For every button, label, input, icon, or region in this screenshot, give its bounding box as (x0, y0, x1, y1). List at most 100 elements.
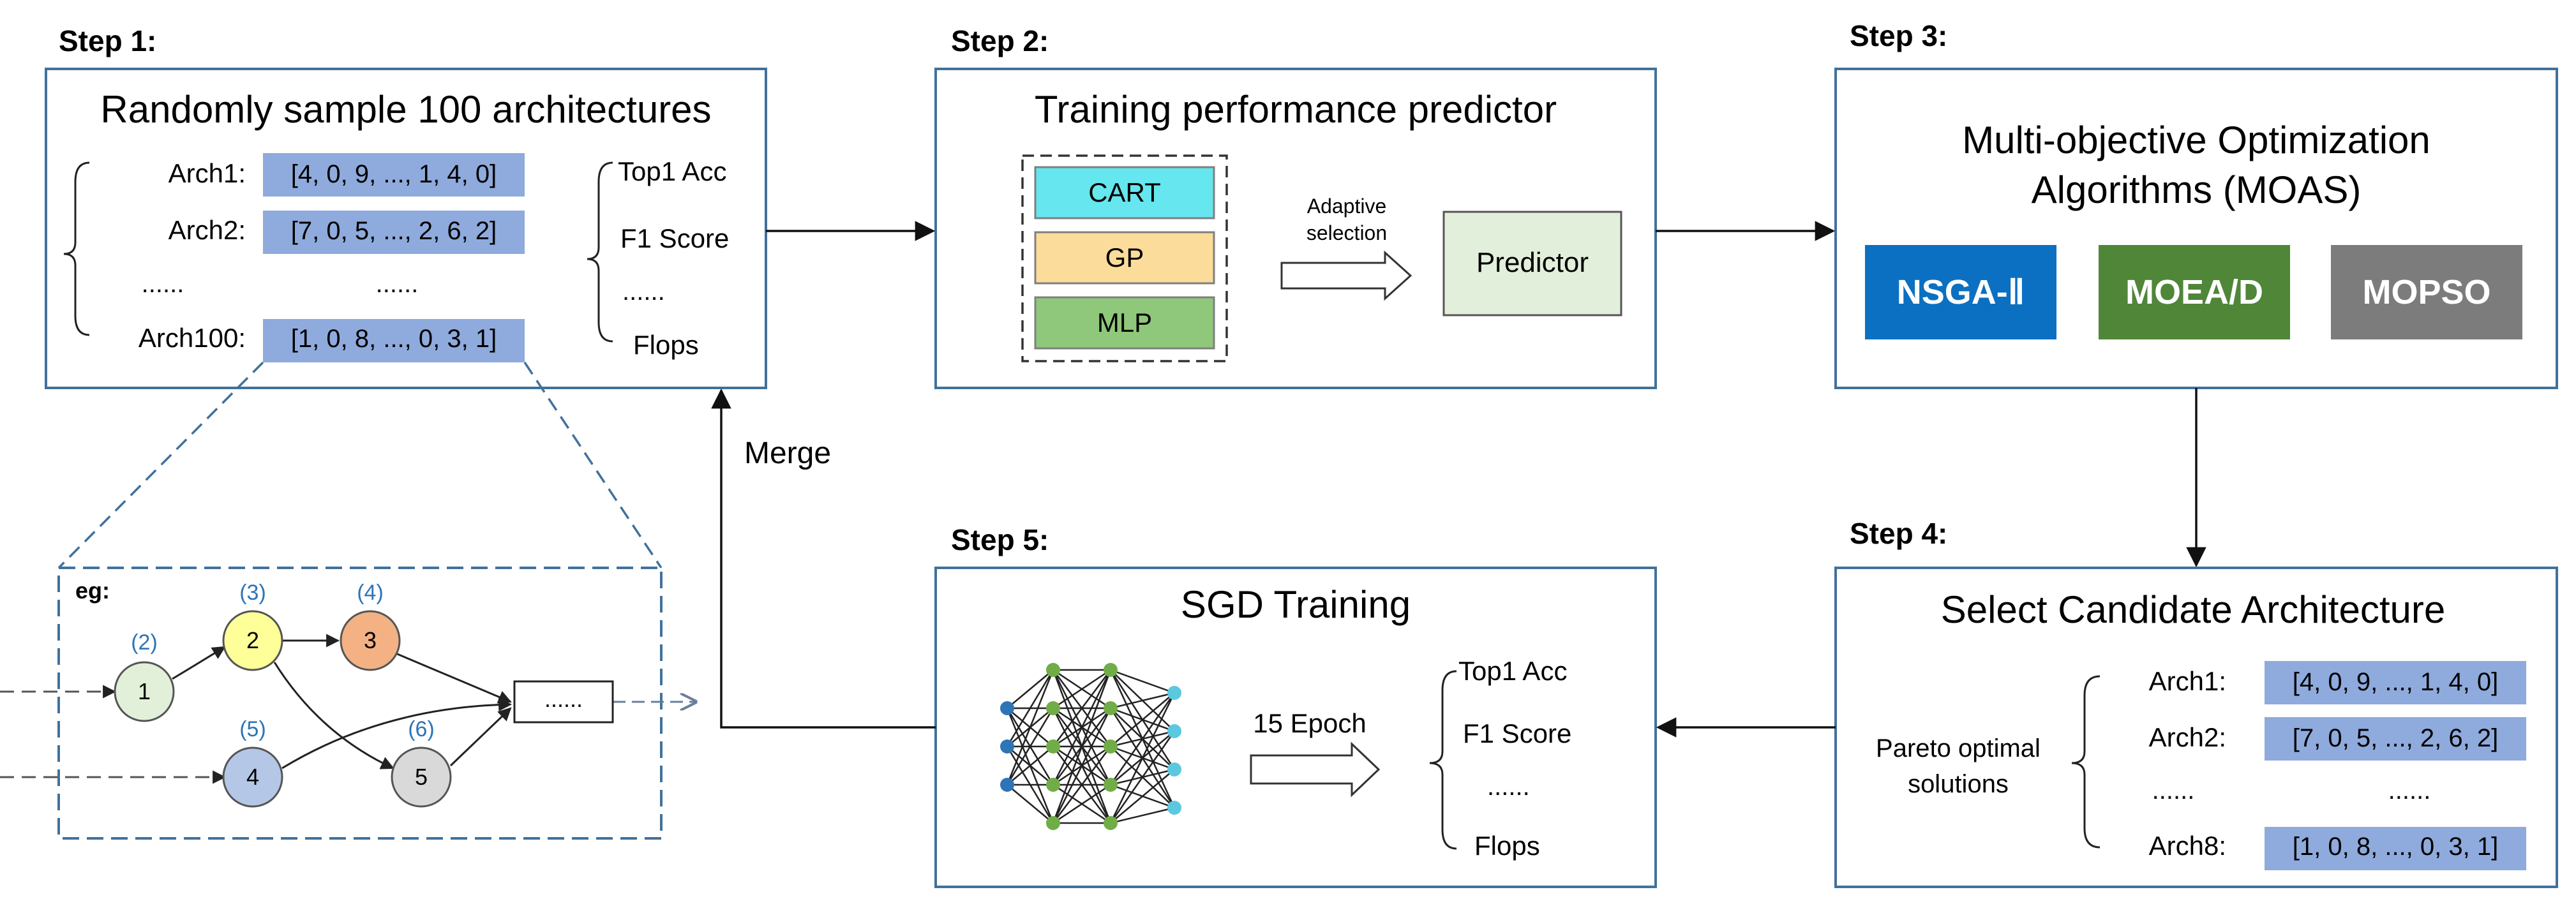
adaptive-label: Adaptive (1307, 195, 1387, 218)
nn-node (1167, 801, 1181, 815)
nn-connection (1052, 669, 1111, 747)
step1-metric: Top1 Acc (618, 156, 726, 186)
graph-node (222, 746, 283, 808)
nn-connection (1109, 692, 1176, 824)
model-gp-label: GP (1105, 242, 1144, 272)
graph-edge (449, 707, 512, 767)
step1-arch-name: Arch2: (168, 215, 246, 245)
nn-node (1046, 739, 1060, 754)
node-op-label: (6) (408, 717, 435, 741)
step4-arch-code: [7, 0, 5, ..., 2, 6, 2] (2293, 724, 2498, 752)
step1-right-brace (587, 161, 613, 343)
step4-box: Select Candidate Architecture Pareto opt… (1834, 567, 2558, 888)
graph-ellipsis: ...... (544, 686, 583, 712)
nn-connection (1110, 769, 1175, 824)
adaptive-arrow (1280, 250, 1412, 301)
step5-metric: Top1 Acc (1458, 656, 1567, 686)
epoch-label: 15 Epoch (1253, 708, 1366, 738)
node-op-label: (3) (239, 581, 266, 605)
step1-left-brace (63, 161, 90, 336)
arrow-step5-merge (711, 388, 936, 729)
step1-metric: ...... (622, 278, 665, 306)
graph-edge (395, 652, 512, 704)
model-mlp-label: MLP (1097, 308, 1152, 338)
nn-node (1167, 686, 1181, 700)
step2-label: Step 2: (951, 24, 1049, 57)
model-cart-box (1034, 166, 1215, 219)
node-op-label: (2) (131, 630, 158, 655)
nn-node (1000, 701, 1014, 715)
step1-arch-name: Arch1: (168, 158, 246, 188)
algo-mopso-box (2331, 245, 2522, 339)
step1-arch-code: [4, 0, 9, ..., 1, 4, 0] (291, 160, 497, 188)
graph-node (340, 610, 401, 671)
nn-node (1167, 724, 1181, 738)
model-gp-box (1034, 231, 1215, 285)
step4-label: Step 4: (1850, 517, 1947, 550)
step4-arch-code-box (2265, 661, 2526, 704)
nn-node (1046, 816, 1060, 830)
step4-brace (2071, 675, 2100, 849)
step4-arch-code: [4, 0, 9, ..., 1, 4, 0] (2293, 668, 2498, 696)
step1-metric: F1 Score (620, 223, 729, 253)
node-number: 4 (246, 764, 259, 790)
step5-label: Step 5: (951, 523, 1049, 556)
nn-connection (1052, 746, 1111, 824)
nn-node (1104, 739, 1118, 754)
nn-connection (1052, 669, 1111, 709)
predictor-box (1442, 211, 1622, 316)
algo-moead-box (2099, 245, 2290, 339)
step5-brace (1429, 670, 1457, 850)
step4-arch-code-box (2265, 717, 2526, 761)
nn-connection (1110, 669, 1175, 694)
graph-edge (273, 662, 394, 769)
nn-connection (1006, 669, 1054, 785)
graph-node (391, 746, 452, 808)
neural-network-icon (1000, 663, 1181, 830)
graph-edge (281, 697, 513, 769)
node-number: 5 (415, 764, 428, 790)
nn-connection (1052, 669, 1112, 785)
step1-ellipsis: ...... (142, 270, 184, 298)
predictor-label: Predictor (1476, 247, 1589, 278)
nn-node (1167, 762, 1181, 776)
node-number: 1 (138, 678, 151, 704)
node-number: 3 (364, 627, 377, 653)
algo-nsga2-box (1865, 245, 2056, 339)
nn-connection (1006, 669, 1054, 747)
node-number: 2 (246, 627, 259, 653)
step4-ellipsis: ...... (2388, 776, 2431, 805)
nn-connection (1110, 806, 1175, 824)
step1-arch-code: [7, 0, 5, ..., 2, 6, 2] (291, 217, 497, 245)
step1-label: Step 1: (59, 24, 156, 57)
nn-connection (1052, 708, 1112, 824)
step1-arch-code: [1, 0, 8, ..., 0, 3, 1] (291, 325, 497, 353)
step5-box: SGD Training 15 Epoch Top1 Acc F1 Score … (934, 567, 1657, 888)
step5-metric: ...... (1487, 773, 1530, 801)
step4-arch-name: Arch1: (2149, 666, 2226, 696)
step1-arch-code-box (263, 319, 525, 362)
step1-box: Randomly sample 100 architectures Arch1:… (45, 68, 767, 389)
nn-connection (1007, 784, 1054, 824)
step1-title: Randomly sample 100 architectures (100, 88, 711, 131)
step1-arch-code-box (263, 153, 525, 197)
model-cart-label: CART (1088, 177, 1161, 207)
epoch-arrow (1250, 741, 1381, 798)
step4-title: Select Candidate Architecture (1941, 588, 2445, 631)
nn-connection (1109, 692, 1176, 785)
nn-node (1104, 816, 1118, 830)
nn-node (1046, 778, 1060, 792)
nn-connection (1007, 669, 1054, 709)
zoom-line-right (523, 362, 663, 568)
nn-node (1046, 701, 1060, 715)
nn-connection (1007, 746, 1054, 785)
graph-node (114, 661, 175, 722)
step5-title: SGD Training (1181, 583, 1411, 626)
example-zoom: eg: (2) 1 (3) 2 (4) 3 (5) 4 (6) 5 ...... (0, 361, 696, 840)
nn-connection (1110, 692, 1175, 709)
step1-metric: Flops (633, 330, 699, 360)
step3-label: Step 3: (1850, 19, 1947, 52)
algo-mopso-label: MOPSO (2362, 273, 2490, 311)
step2-box: Training performance predictor CART GP M… (934, 68, 1657, 389)
selection-label: selection (1307, 221, 1387, 244)
